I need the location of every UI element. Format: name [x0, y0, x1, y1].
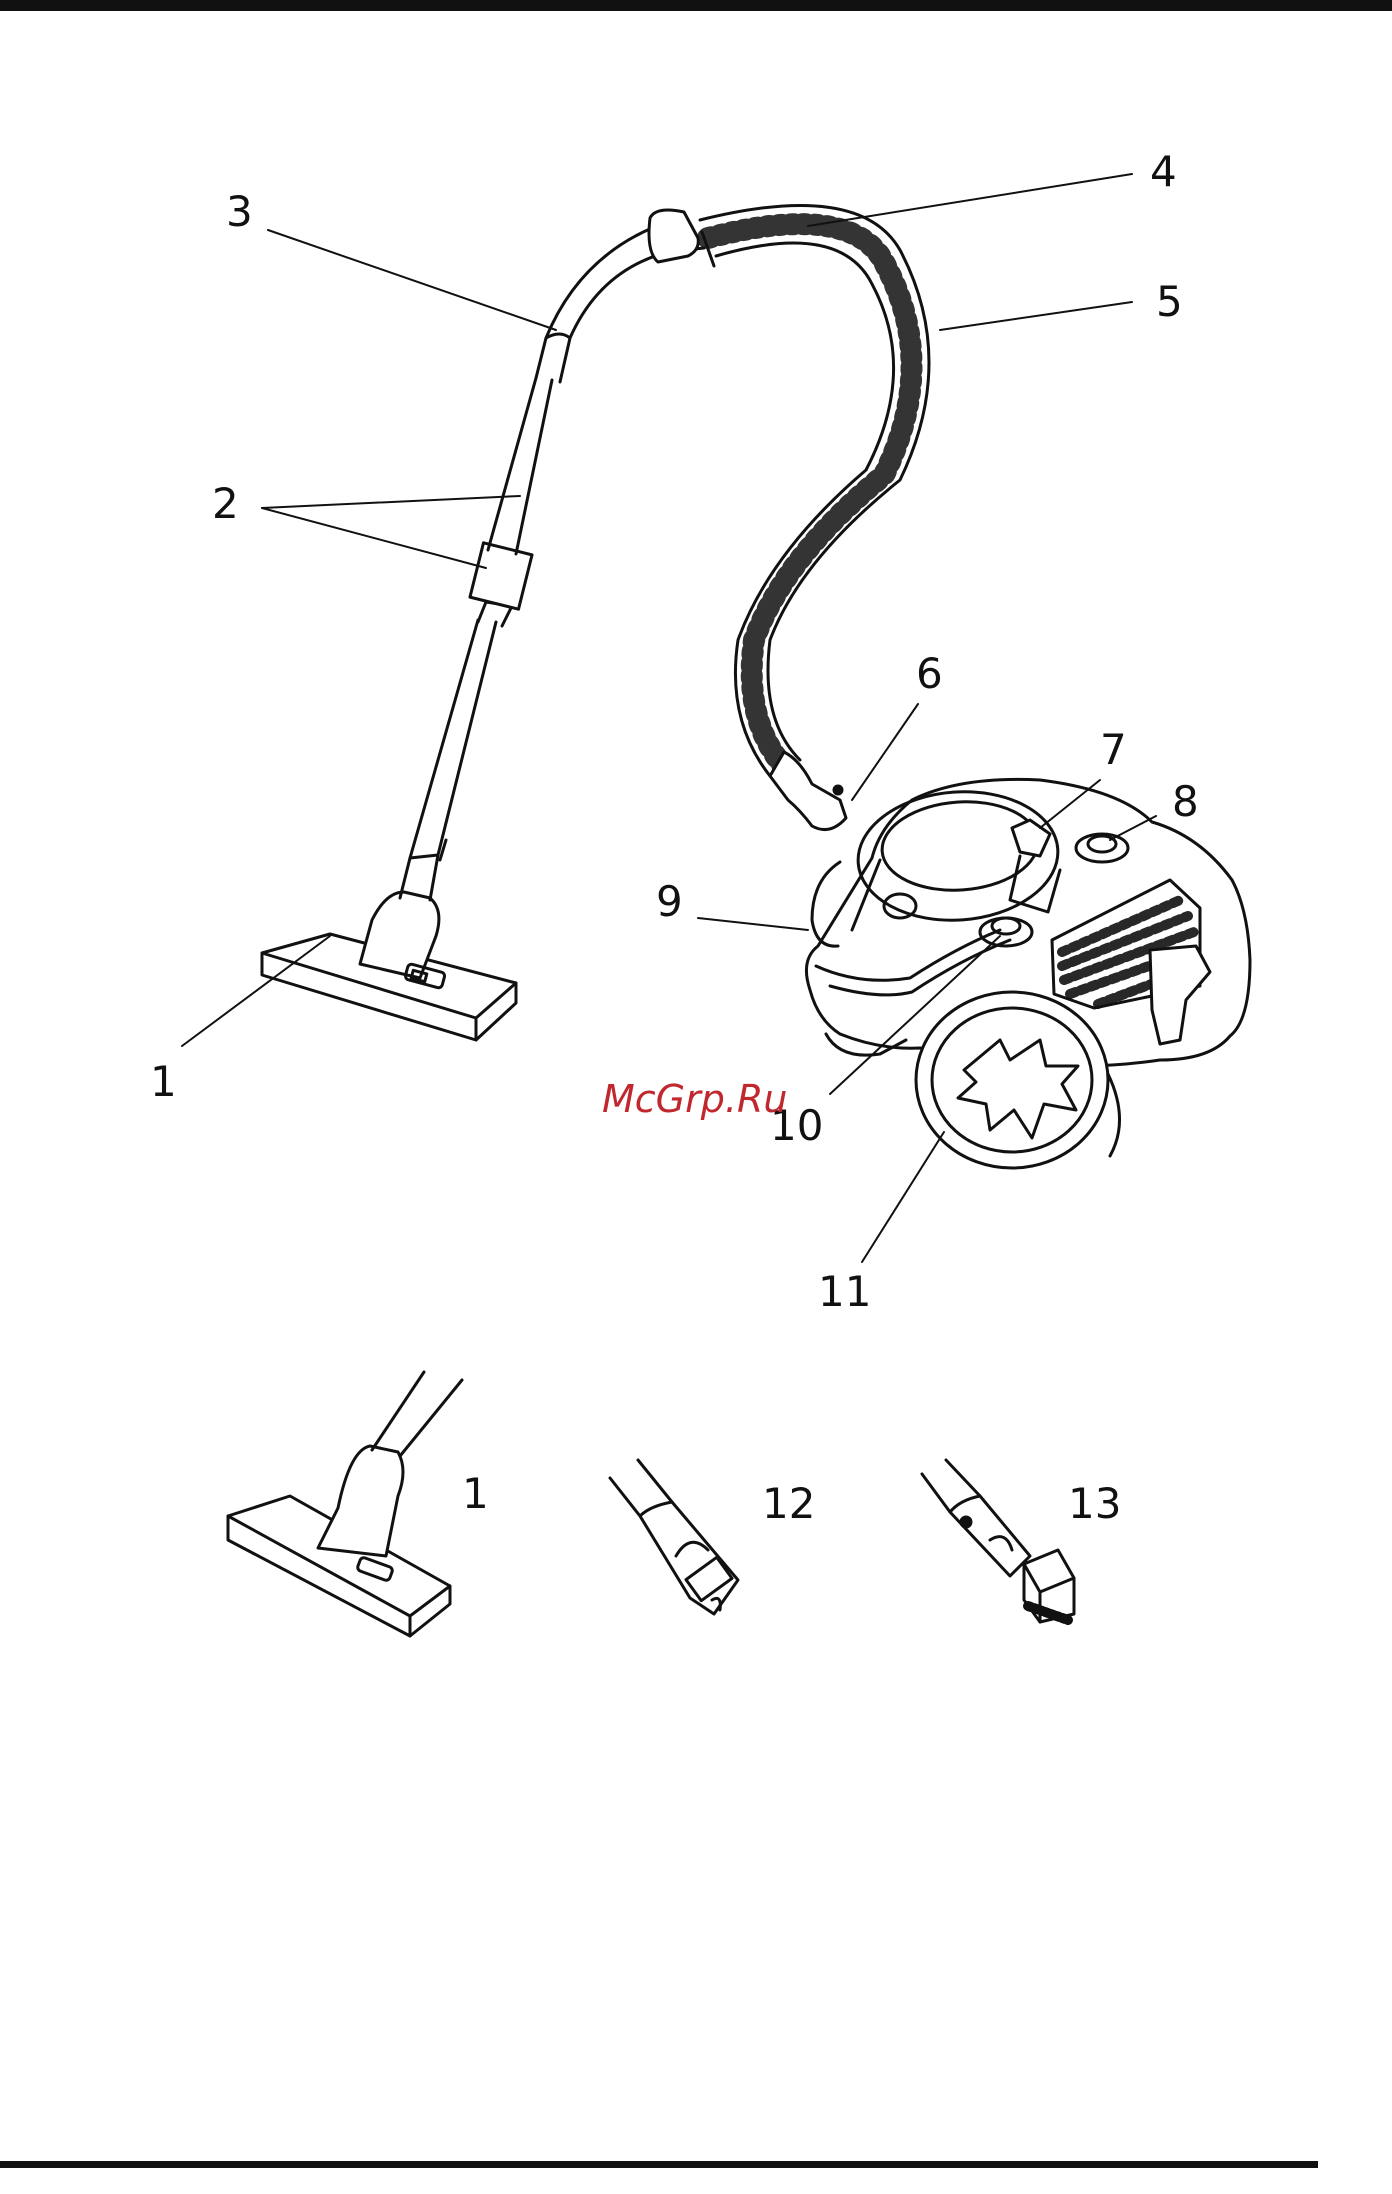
label-part-9: 9: [656, 877, 683, 926]
bottom-rule: [0, 2161, 1318, 2168]
telescopic-tube: [400, 378, 552, 900]
floor-nozzle: [262, 892, 516, 1040]
accessory-dusting-brush: [922, 1460, 1074, 1622]
label-part-4: 4: [1150, 147, 1177, 196]
label-part-1: 1: [150, 1057, 177, 1106]
label-accessory-12: 12: [762, 1479, 815, 1528]
label-accessory-1: 1: [462, 1469, 489, 1518]
wand-handle: [536, 210, 714, 382]
accessory-floor-nozzle: [228, 1372, 462, 1636]
cleaner-body: [806, 779, 1250, 1168]
accessory-small-brush: [610, 1460, 738, 1614]
accessory-labels: 1 12 13: [462, 1469, 1121, 1528]
label-part-3: 3: [226, 187, 253, 236]
label-part-11: 11: [818, 1267, 871, 1316]
label-part-7: 7: [1100, 725, 1127, 774]
label-part-2: 2: [212, 479, 239, 528]
flexible-hose: [700, 205, 929, 829]
label-part-5: 5: [1156, 277, 1183, 326]
top-rule: [0, 0, 1392, 11]
label-accessory-13: 13: [1068, 1479, 1121, 1528]
label-part-8: 8: [1172, 777, 1199, 826]
label-part-6: 6: [916, 649, 943, 698]
watermark: McGrp.Ru: [602, 1077, 787, 1121]
